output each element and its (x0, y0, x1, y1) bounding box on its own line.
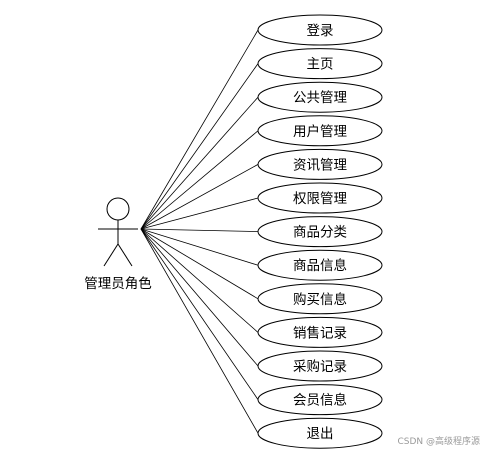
association-line (140, 96, 259, 230)
use-case: 资讯管理 (257, 148, 383, 180)
use-case: 退出 (257, 417, 383, 449)
use-case-label: 采购记录 (293, 359, 347, 375)
use-case-list: 登录主页公共管理用户管理资讯管理权限管理商品分类商品信息购买信息销售记录采购记录… (257, 14, 383, 449)
association-line (140, 164, 259, 230)
watermark: CSDN @高级程序源 (397, 437, 480, 447)
use-case-label: 主页 (307, 57, 334, 73)
use-case-ellipse (257, 14, 383, 46)
use-case-ellipse (257, 115, 383, 147)
use-case: 公共管理 (257, 81, 383, 113)
association-line (140, 228, 259, 434)
use-case-label: 退出 (307, 426, 334, 442)
use-case-ellipse (257, 81, 383, 113)
association-lines (140, 29, 259, 434)
use-case-label: 资讯管理 (293, 157, 347, 173)
use-case-ellipse (257, 148, 383, 180)
use-case: 采购记录 (257, 350, 383, 382)
actor-head (106, 197, 130, 221)
use-case-ellipse (257, 350, 383, 382)
use-case-ellipse (257, 417, 383, 449)
use-case-label: 购买信息 (293, 291, 347, 308)
actor-admin: 管理员角色 (84, 197, 152, 292)
use-case: 商品分类 (257, 216, 383, 248)
association-line (140, 130, 259, 230)
association-line (140, 29, 259, 230)
use-case-label: 登录 (307, 23, 334, 39)
use-case: 登录 (257, 14, 383, 46)
association-line (140, 228, 259, 300)
actor-label: 管理员角色 (84, 275, 152, 292)
use-case: 权限管理 (257, 182, 383, 214)
use-case-label: 销售记录 (293, 325, 347, 341)
use-case: 主页 (257, 48, 383, 80)
use-case-ellipse (257, 249, 383, 281)
association-line (140, 197, 259, 230)
use-case: 用户管理 (257, 115, 383, 147)
use-case: 会员信息 (257, 384, 383, 416)
use-case: 销售记录 (257, 316, 383, 348)
use-case-label: 商品分类 (293, 225, 347, 241)
use-case: 商品信息 (257, 249, 383, 281)
use-case-ellipse (257, 283, 383, 315)
use-case-ellipse (257, 216, 383, 248)
use-case-ellipse (257, 316, 383, 348)
association-line (140, 228, 259, 400)
association-line (140, 228, 259, 333)
association-line (140, 228, 259, 266)
use-case-ellipse (257, 182, 383, 214)
actor-left-leg (103, 243, 119, 267)
use-case-label: 公共管理 (293, 90, 347, 106)
association-line (140, 63, 259, 230)
use-case: 购买信息 (257, 283, 383, 315)
use-case-ellipse (257, 48, 383, 80)
association-line (140, 228, 259, 367)
use-case-ellipse (257, 384, 383, 416)
association-line (140, 228, 259, 232)
use-case-label: 商品信息 (293, 257, 347, 274)
use-case-label: 用户管理 (293, 123, 347, 140)
use-case-label: 会员信息 (293, 392, 347, 409)
actor-right-leg (117, 243, 133, 267)
use-case-label: 权限管理 (293, 190, 347, 207)
